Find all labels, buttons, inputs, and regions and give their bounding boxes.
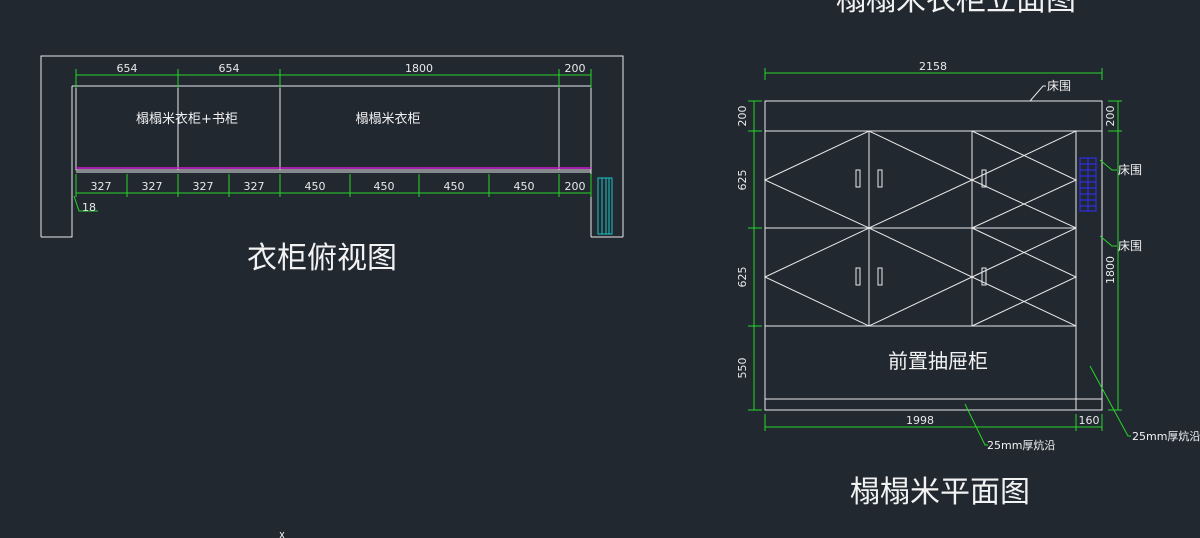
door-handle (855, 267, 861, 286)
bottom-dim-label: 160 (1079, 414, 1100, 427)
bottom-dim-label: 327 (193, 180, 214, 193)
callout-leader (964, 403, 988, 446)
door-swing-left (971, 130, 1078, 229)
plan-view-title: 榻榻米平面图 (850, 475, 1030, 510)
callout-bed-rail-mid1: 床围 (1118, 163, 1142, 177)
callout-edge-2: 25mm厚炕沿 (1132, 429, 1200, 443)
door-swing-triangle (970, 130, 1077, 229)
cursor-mark-icon (279, 531, 285, 538)
top-dim-label: 654 (117, 62, 138, 75)
top-dim-label: 654 (219, 62, 240, 75)
bottom-dim-label: 450 (514, 180, 535, 193)
bottom-dim-ticks (764, 414, 1103, 431)
bottom-dim-label: 327 (244, 180, 265, 193)
left-wall-return (41, 86, 73, 238)
door-handle (877, 267, 883, 286)
bottom-dim-label: 450 (305, 180, 326, 193)
left-dim-label: 200 (736, 106, 749, 127)
door-handle (981, 169, 987, 188)
right-dim-label: 1800 (1104, 256, 1117, 284)
compartment-label-wardrobe-bookcase: 榻榻米衣柜+书柜 (136, 111, 238, 127)
cabinet-body (75, 85, 592, 171)
top-view-title: 衣柜俯视图 (247, 241, 397, 276)
drawer-cabinet-label: 前置抽屉柜 (888, 349, 988, 373)
callout-leader (1099, 235, 1117, 247)
room-outline (40, 55, 624, 237)
left-dim-label: 550 (736, 358, 749, 379)
callout-bed-rail-mid2: 床围 (1118, 239, 1142, 253)
bottom-dim-label: 1998 (906, 414, 934, 427)
callout-leader (1099, 159, 1117, 171)
door-handle (877, 169, 883, 188)
bottom-dim-label: 200 (565, 180, 586, 193)
bottom-dim-label: 327 (142, 180, 163, 193)
bed-rail-section (597, 177, 613, 235)
small-dim-leader (73, 195, 98, 212)
bottom-dim-ticks (75, 174, 592, 197)
compartment-label-wardrobe: 榻榻米衣柜 (355, 111, 420, 127)
callout-edge-1: 25mm厚炕沿 (987, 438, 1055, 452)
elevation-title-partial: 榻榻米衣柜立面图 (836, 0, 1076, 18)
callout-leader (1029, 85, 1046, 102)
small-dim-label: 18 (82, 201, 96, 214)
wardrobe-top-view: 654 654 1800 200 榻榻米衣柜+书柜 榻榻米衣柜 327 327 … (40, 55, 624, 276)
left-dim-label: 625 (736, 170, 749, 191)
left-dim-label: 625 (736, 267, 749, 288)
overall-width-label: 2158 (919, 60, 947, 73)
door-handle (855, 169, 861, 188)
tatami-plan-view: 榻榻米衣柜立面图 前置抽屉柜 (736, 0, 1200, 510)
left-dim-ticks (748, 100, 762, 411)
bed-rail-hatch-lines (1080, 158, 1096, 211)
callout-leader (1089, 365, 1131, 437)
callout-bed-rail-top: 床围 (1047, 79, 1071, 93)
top-dim-label: 1800 (405, 62, 433, 75)
bottom-dim-label: 327 (91, 180, 112, 193)
plan-outer-frame (764, 100, 1103, 411)
door-swing-left (971, 227, 1078, 327)
bottom-dim-label: 450 (444, 180, 465, 193)
door-swing-triangle (970, 227, 1077, 327)
right-dim-label: 200 (1104, 106, 1117, 127)
top-dim-label: 200 (565, 62, 586, 75)
door-handle (981, 267, 987, 286)
bottom-dim-label: 450 (374, 180, 395, 193)
right-dim-ticks (1108, 100, 1122, 411)
